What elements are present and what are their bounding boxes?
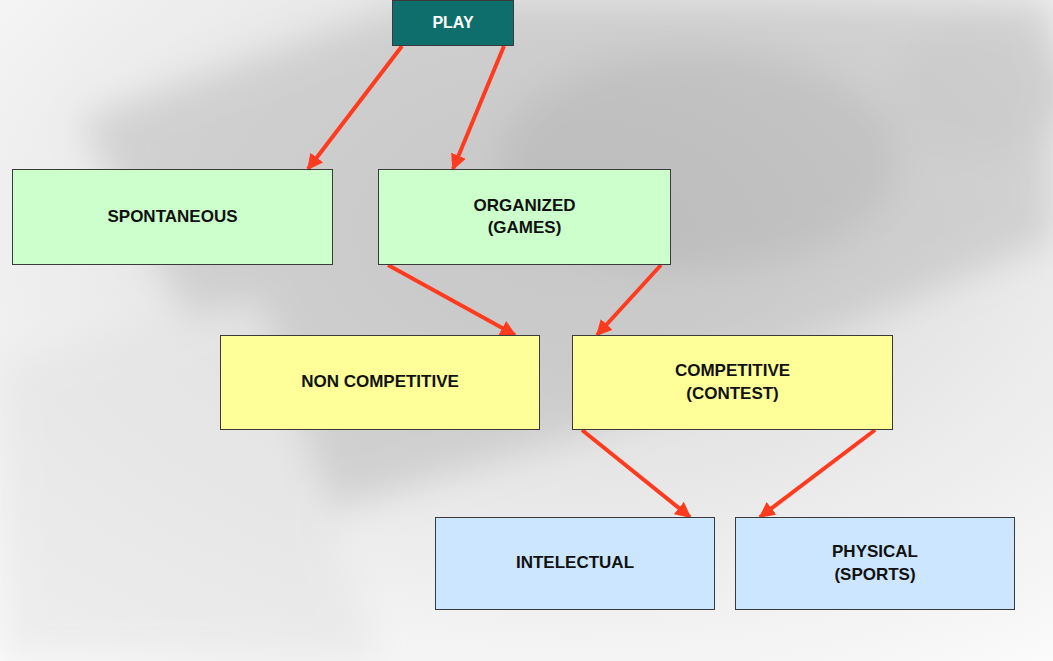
game-type-box: NON COMPETITIVE xyxy=(220,335,540,430)
category-box: SPONTANEOUS xyxy=(12,169,333,265)
node-label: INTELECTUAL xyxy=(516,552,634,574)
branch-arrow xyxy=(308,46,402,169)
contest-type-box: INTELECTUAL xyxy=(435,517,715,610)
branch-arrow xyxy=(597,265,661,335)
branch-arrow xyxy=(760,430,875,517)
node-label: ORGANIZED (GAMES) xyxy=(450,195,600,239)
branch-arrow xyxy=(453,46,504,169)
node-label: PHYSICAL (SPORTS) xyxy=(815,541,935,585)
node-label: NON COMPETITIVE xyxy=(301,371,459,393)
game-type-box: COMPETITIVE (CONTEST) xyxy=(572,335,893,430)
category-box: ORGANIZED (GAMES) xyxy=(378,169,671,265)
node-label: COMPETITIVE (CONTEST) xyxy=(633,360,833,404)
node-label: SPONTANEOUS xyxy=(107,206,237,228)
node-label: PLAY xyxy=(432,13,473,34)
branch-arrow xyxy=(582,430,690,517)
branch-arrow xyxy=(388,265,515,335)
contest-type-box: PHYSICAL (SPORTS) xyxy=(735,517,1015,610)
root-box: PLAY xyxy=(392,0,514,46)
